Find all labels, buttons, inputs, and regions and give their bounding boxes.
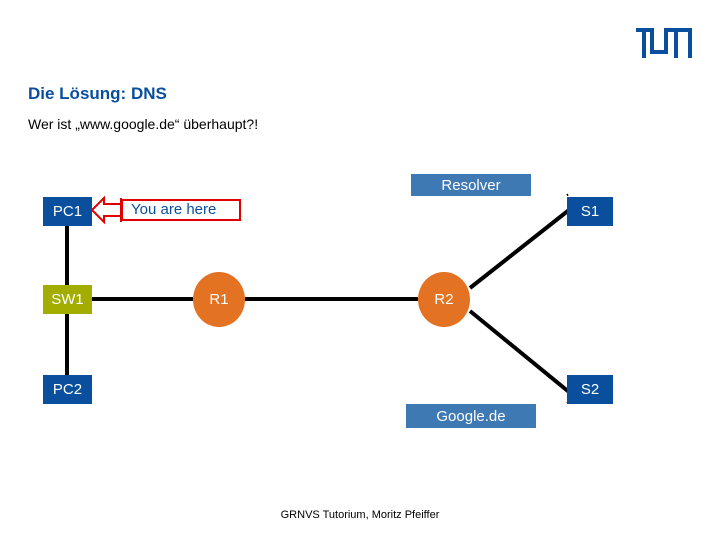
tum-logo-icon: [636, 28, 692, 58]
link-r2-s2: [468, 309, 571, 394]
google-label: Google.de: [406, 404, 536, 428]
node-s2: S2: [567, 375, 613, 404]
slide-title: Die Lösung: DNS: [28, 84, 167, 103]
slide-subtitle: Wer ist „www.google.de“ überhaupt?!: [28, 116, 259, 132]
node-r2: R2: [418, 272, 470, 327]
node-pc2: PC2: [43, 375, 92, 404]
link-r2-s1: [468, 208, 571, 290]
resolver-label: Resolver: [411, 174, 531, 196]
slide-footer: GRNVS Tutorium, Moritz Pfeiffer: [280, 509, 440, 521]
node-s1: S1: [567, 197, 613, 226]
callout-arrow: [90, 195, 122, 225]
node-r1: R1: [193, 272, 245, 327]
you-are-here-callout: You are here: [121, 199, 241, 221]
node-sw1: SW1: [43, 285, 92, 314]
node-pc1: PC1: [43, 197, 92, 226]
